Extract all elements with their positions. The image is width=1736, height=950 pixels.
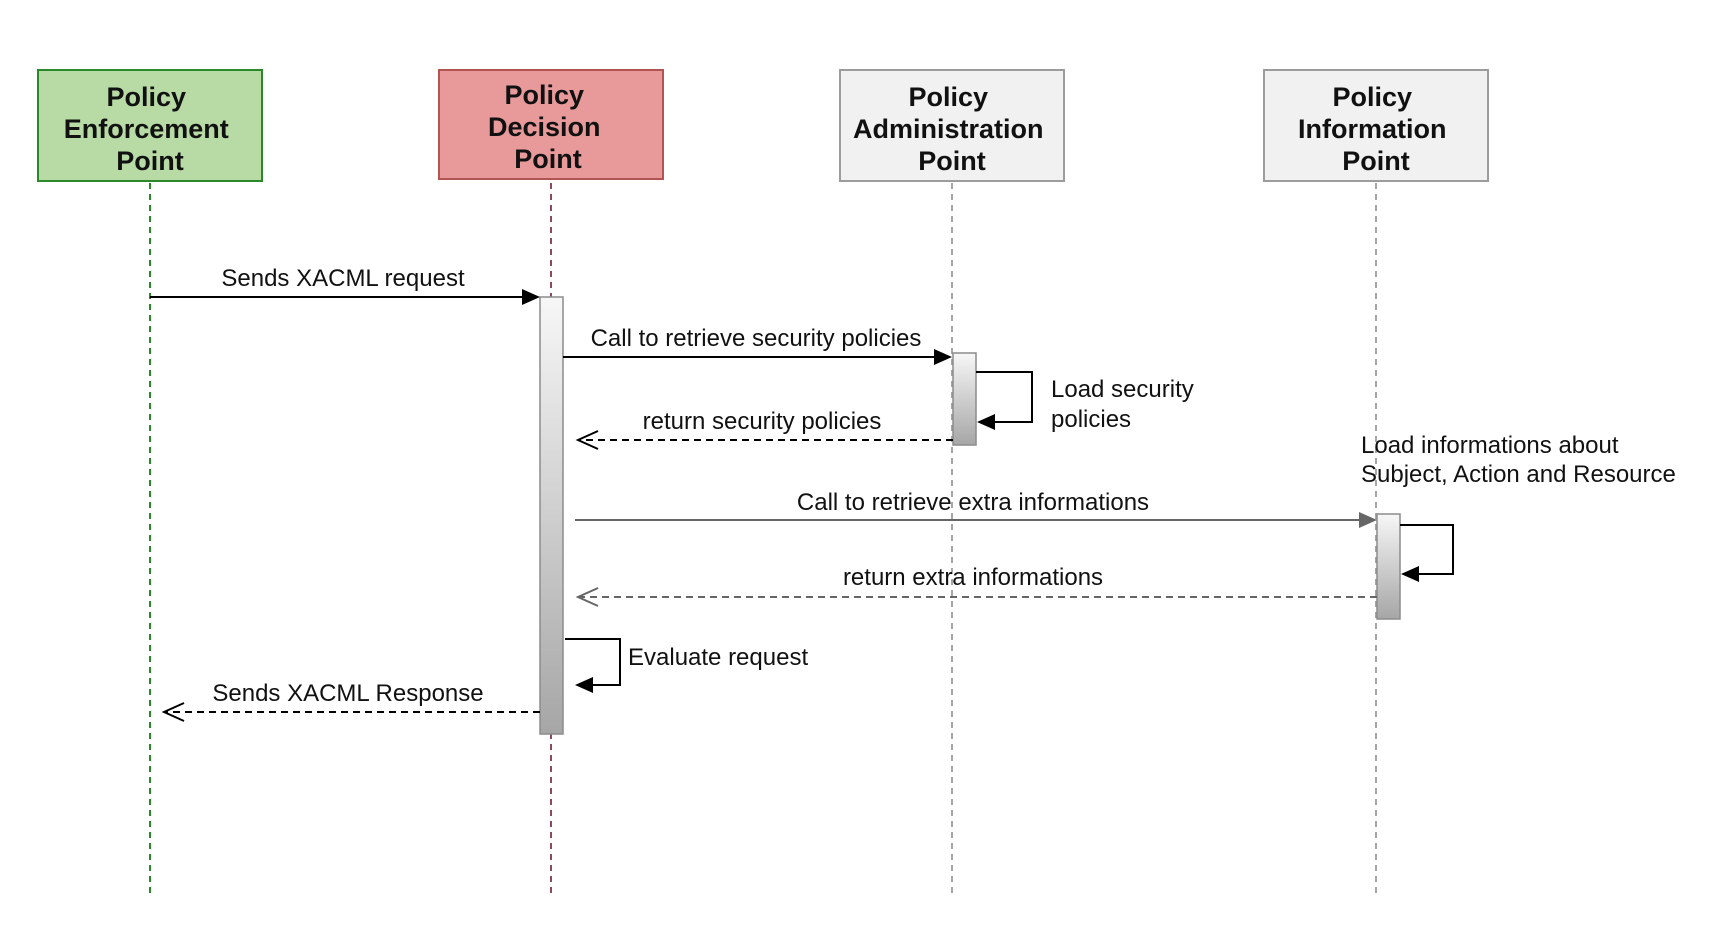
participant-label-line: Administration bbox=[853, 114, 1044, 144]
activation-bar-pip bbox=[1376, 513, 1401, 620]
message-load-security-policies: Load security policies bbox=[976, 371, 1200, 433]
arrowhead-open-icon bbox=[161, 702, 185, 722]
svg-text:Policy Enforcement: Policy Enforcement Point bbox=[64, 82, 237, 176]
participant-label-line: Point bbox=[1342, 146, 1410, 176]
arrowhead-filled-icon bbox=[1359, 512, 1377, 528]
message-label: return extra informations bbox=[843, 564, 1103, 591]
participant-box bbox=[37, 69, 263, 182]
participant-label-line: Policy bbox=[504, 80, 584, 110]
message-evaluate-request: Evaluate request bbox=[565, 638, 808, 693]
arrowhead-filled-icon bbox=[1401, 566, 1419, 582]
participant-label-line: Decision bbox=[488, 112, 601, 142]
participant-pdp: Policy Decision Point bbox=[438, 69, 664, 180]
participant-label-line: Policy bbox=[1332, 82, 1412, 112]
message-return-security-policies: return security policies bbox=[575, 408, 953, 450]
activation-bar-pap bbox=[952, 352, 977, 446]
self-call-line bbox=[1400, 524, 1454, 575]
message-label: return security policies bbox=[643, 408, 882, 435]
message-label: Sends XACML request bbox=[221, 265, 465, 292]
svg-text:Policy Administration: Policy Administration Point bbox=[853, 82, 1051, 176]
participant-label-line: Information bbox=[1298, 114, 1447, 144]
self-call-line bbox=[976, 371, 1033, 423]
message-sends-xacml-response: Sends XACML Response bbox=[161, 680, 540, 722]
participant-label-line: Point bbox=[514, 144, 582, 174]
message-label: Sends XACML Response bbox=[212, 680, 483, 707]
self-call-line bbox=[565, 638, 621, 686]
message-load-informations: Load informations about Subject, Action … bbox=[1361, 432, 1676, 582]
participant-label-line: Point bbox=[918, 146, 986, 176]
participant-box bbox=[1263, 69, 1489, 182]
arrowhead-filled-icon bbox=[522, 289, 540, 305]
svg-text:Load informations about: Load informations about Subject, Action … bbox=[1361, 432, 1676, 488]
svg-text:Policy Decision Po: Policy Decision Point bbox=[488, 80, 608, 174]
message-label-line: Load informations about bbox=[1361, 432, 1619, 459]
message-label: Call to retrieve security policies bbox=[591, 325, 922, 352]
svg-text:Policy Information: Policy Information Point bbox=[1298, 82, 1454, 176]
participant-pap: Policy Administration Point bbox=[839, 69, 1065, 182]
svg-text:Load security policies: Load security policies bbox=[1051, 376, 1200, 433]
arrowhead-filled-icon bbox=[977, 414, 995, 430]
message-call-retrieve-extra-informations: Call to retrieve extra informations bbox=[575, 489, 1377, 528]
participant-box bbox=[839, 69, 1065, 182]
participant-box bbox=[438, 69, 664, 180]
message-call-retrieve-security-policies: Call to retrieve security policies bbox=[563, 325, 952, 365]
message-label: Call to retrieve extra informations bbox=[797, 489, 1149, 516]
message-return-extra-informations: return extra informations bbox=[575, 564, 1377, 607]
message-label-line: policies bbox=[1051, 406, 1131, 433]
participant-pep: Policy Enforcement Point bbox=[37, 69, 263, 182]
activation-bar-pdp bbox=[539, 296, 564, 735]
arrowhead-filled-icon bbox=[575, 677, 593, 693]
participant-label-line: Policy bbox=[106, 82, 186, 112]
arrowhead-open-icon bbox=[575, 430, 599, 450]
message-label: Evaluate request bbox=[628, 644, 808, 671]
message-label-line: Subject, Action and Resource bbox=[1361, 461, 1676, 488]
participant-label-line: Point bbox=[116, 146, 184, 176]
arrowhead-open-icon bbox=[575, 587, 599, 607]
arrowhead-filled-icon bbox=[934, 349, 952, 365]
participant-label-line: Policy bbox=[908, 82, 988, 112]
message-label-line: Load security bbox=[1051, 376, 1194, 403]
participant-label-line: Enforcement bbox=[64, 114, 229, 144]
message-sends-xacml-request: Sends XACML request bbox=[150, 265, 540, 305]
participant-pip: Policy Information Point bbox=[1263, 69, 1489, 182]
